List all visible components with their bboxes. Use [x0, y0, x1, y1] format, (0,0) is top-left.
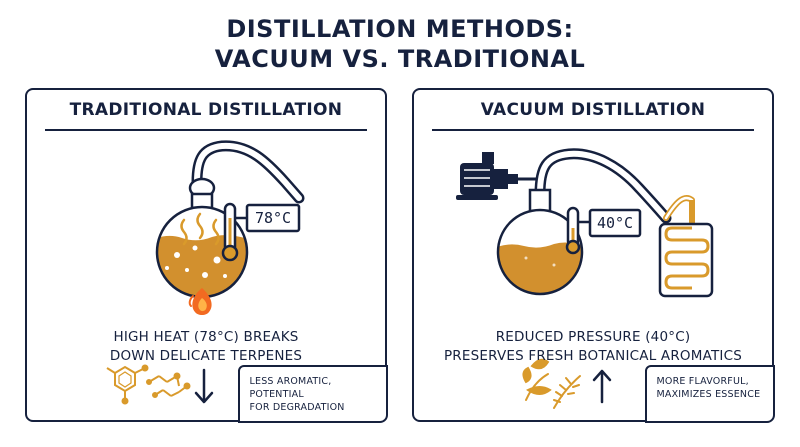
- vacuum-pump-icon: [456, 152, 540, 200]
- thermometer-icon: [221, 202, 247, 262]
- traditional-caption-line1: HIGH HEAT (78°C) BREAKS: [113, 329, 299, 345]
- flask-icon: [496, 148, 672, 296]
- traditional-panel: TRADITIONAL DISTILLATION: [25, 88, 388, 423]
- traditional-result-note: LESS AROMATIC, POTENTIAL FOR DEGRADATION: [237, 364, 388, 423]
- flame-icon: [188, 288, 212, 315]
- vacuum-caption-line2: PRESERVES FRESH BOTANICAL AROMATICS: [443, 348, 743, 364]
- panel-divider: [45, 129, 367, 131]
- molecule-icon: [106, 364, 191, 405]
- traditional-note-line1: LESS AROMATIC, POTENTIAL: [249, 375, 332, 400]
- traditional-illustration: 78°C: [106, 140, 305, 405]
- vacuum-illustration: 40°C: [456, 148, 714, 409]
- temperature-readout: 78°C: [255, 209, 291, 227]
- leaf-icon: [522, 358, 581, 409]
- arrow-up-icon: [592, 369, 612, 404]
- arrow-down-icon: [194, 368, 214, 404]
- page-title-line1: DISTILLATION METHODS:: [226, 15, 574, 43]
- vacuum-note-line1: MORE FLAVORFUL,: [656, 375, 749, 387]
- vacuum-caption-line1: REDUCED PRESSURE (40°C): [495, 329, 691, 345]
- panel-divider: [432, 129, 754, 131]
- condenser-icon: [658, 195, 714, 298]
- traditional-panel-title: TRADITIONAL DISTILLATION: [69, 100, 343, 120]
- page-title-line2: VACUUM VS. TRADITIONAL: [214, 45, 586, 73]
- temperature-display: 78°C: [245, 203, 301, 233]
- thermometer-icon: [565, 206, 590, 255]
- temperature-readout: 40°C: [597, 214, 633, 232]
- vacuum-panel: VACUUM DISTILLATION: [412, 88, 775, 423]
- vacuum-result-note: MORE FLAVORFUL, MAXIMIZES ESSENCE: [644, 364, 775, 423]
- vacuum-note-line2: MAXIMIZES ESSENCE: [656, 388, 761, 400]
- vacuum-panel-title: VACUUM DISTILLATION: [480, 100, 706, 120]
- traditional-note-line2: FOR DEGRADATION: [249, 401, 345, 413]
- temperature-display: 40°C: [588, 208, 642, 238]
- traditional-caption-line2: DOWN DELICATE TERPENES: [109, 348, 303, 364]
